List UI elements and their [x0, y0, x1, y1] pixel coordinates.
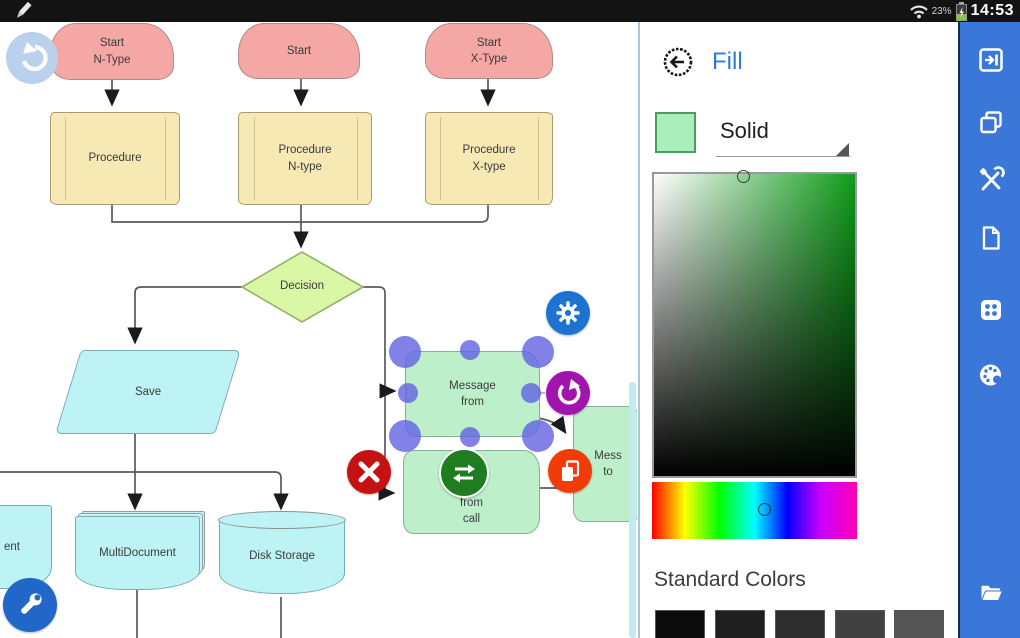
standard-colors-title: Standard Colors: [654, 568, 806, 591]
connector: [111, 205, 489, 223]
selection-handle-sw[interactable]: [389, 420, 421, 452]
dropdown-arrow-icon[interactable]: [836, 143, 849, 156]
standard-color-swatch[interactable]: [715, 610, 765, 638]
shape-procedure[interactable]: Procedure: [50, 112, 180, 205]
shape-decision[interactable]: [240, 251, 365, 323]
shape-label: Procedure X-type: [462, 144, 516, 173]
dropdown-underline: [716, 156, 850, 157]
hue-slider[interactable]: [652, 482, 857, 539]
standard-color-swatch[interactable]: [655, 610, 705, 638]
shape-label: from call: [460, 496, 483, 525]
rotate-button[interactable]: [546, 371, 590, 415]
rotate-icon: [557, 379, 581, 405]
shape-label: ent: [4, 540, 20, 553]
gradient-cursor[interactable]: [737, 170, 750, 183]
hue-cursor[interactable]: [758, 503, 771, 516]
connector: [127, 286, 242, 345]
panel-title: Fill: [712, 48, 743, 75]
connector-layer: [0, 76, 567, 638]
decision-label: Decision: [279, 280, 325, 292]
settings-wrench-button[interactable]: [3, 578, 57, 632]
duplicate-shape-button[interactable]: [548, 449, 592, 493]
shape-label: Start: [286, 44, 312, 57]
shape-label: Procedure N-type: [278, 144, 332, 173]
tools-button[interactable]: [977, 166, 1005, 194]
connector: [537, 415, 567, 435]
selection-handle-nw[interactable]: [389, 336, 421, 368]
gear-icon: [556, 301, 580, 325]
swap-connection-button[interactable]: [439, 448, 489, 498]
dice-button[interactable]: [977, 296, 1005, 324]
shape-start-x-type[interactable]: Start X-Type: [425, 23, 553, 79]
standard-color-swatch[interactable]: [775, 610, 825, 638]
shape-settings-button[interactable]: [546, 291, 590, 335]
undo-button[interactable]: [6, 32, 58, 84]
back-button[interactable]: [662, 46, 694, 78]
shape-label: Message from: [449, 379, 496, 408]
shape-label: Mess to: [594, 449, 622, 478]
shape-label: Start N-Type: [93, 37, 131, 66]
selection-handle-w[interactable]: [398, 383, 418, 403]
canvas-scrollbar[interactable]: [629, 382, 636, 638]
shape-multidocument[interactable]: MultiDocument: [75, 516, 200, 590]
selection-handle-n[interactable]: [460, 340, 480, 360]
document-button[interactable]: [977, 224, 1005, 252]
selection-handle-e[interactable]: [521, 383, 541, 403]
shape-procedure-x-type[interactable]: Procedure X-type: [425, 112, 553, 205]
shape-save[interactable]: Save: [55, 350, 241, 434]
swap-arrows-icon: [453, 464, 475, 483]
shape-label: Save: [134, 385, 162, 398]
shape-label: MultiDocument: [99, 546, 176, 559]
close-x-icon: [358, 461, 380, 483]
connector: [363, 286, 396, 501]
shape-message-from[interactable]: Message from: [405, 351, 540, 437]
shape-document-partial[interactable]: ent: [0, 505, 52, 589]
battery-percent: 23%: [931, 5, 952, 17]
copy-pages-icon: [562, 460, 580, 481]
wifi-icon: [909, 5, 928, 19]
clock: 14:53: [970, 2, 1014, 19]
shape-procedure-n-type[interactable]: Procedure N-type: [238, 112, 372, 205]
diagram-canvas[interactable]: Start N-Type Start Start X-Type Procedur…: [0, 22, 637, 638]
fill-panel: Fill Solid Standard Colors: [638, 22, 958, 638]
right-toolbar: [958, 22, 1020, 638]
shape-label: Start X-Type: [470, 36, 508, 65]
shape-label: Disk Storage: [249, 550, 315, 563]
palette-button[interactable]: [977, 361, 1005, 389]
duplicate-button[interactable]: [977, 108, 1005, 136]
saturation-value-gradient[interactable]: [652, 172, 857, 478]
shape-start[interactable]: Start: [238, 23, 360, 79]
shape-label: Procedure: [88, 152, 142, 165]
undo-icon: [21, 42, 48, 72]
open-folder-button[interactable]: [977, 579, 1005, 607]
current-fill-swatch[interactable]: [655, 112, 696, 153]
wrench-icon: [21, 593, 42, 614]
selection-handle-ne[interactable]: [522, 336, 554, 368]
selection-handle-s[interactable]: [460, 427, 480, 447]
shape-disk-storage[interactable]: Disk Storage: [218, 511, 346, 594]
edit-pencil-icon: [16, 1, 32, 18]
standard-color-swatch[interactable]: [894, 610, 944, 638]
battery-charging-icon: [955, 1, 967, 21]
selection-handle-se[interactable]: [522, 420, 554, 452]
status-bar: 23% 14:53: [0, 0, 1020, 22]
fill-type-dropdown[interactable]: Solid: [720, 118, 769, 143]
hide-panel-button[interactable]: [977, 46, 1005, 74]
connector: [0, 434, 281, 508]
shape-start-n-type[interactable]: Start N-Type: [50, 23, 174, 80]
delete-button[interactable]: [347, 450, 391, 494]
standard-color-swatch[interactable]: [835, 610, 885, 638]
